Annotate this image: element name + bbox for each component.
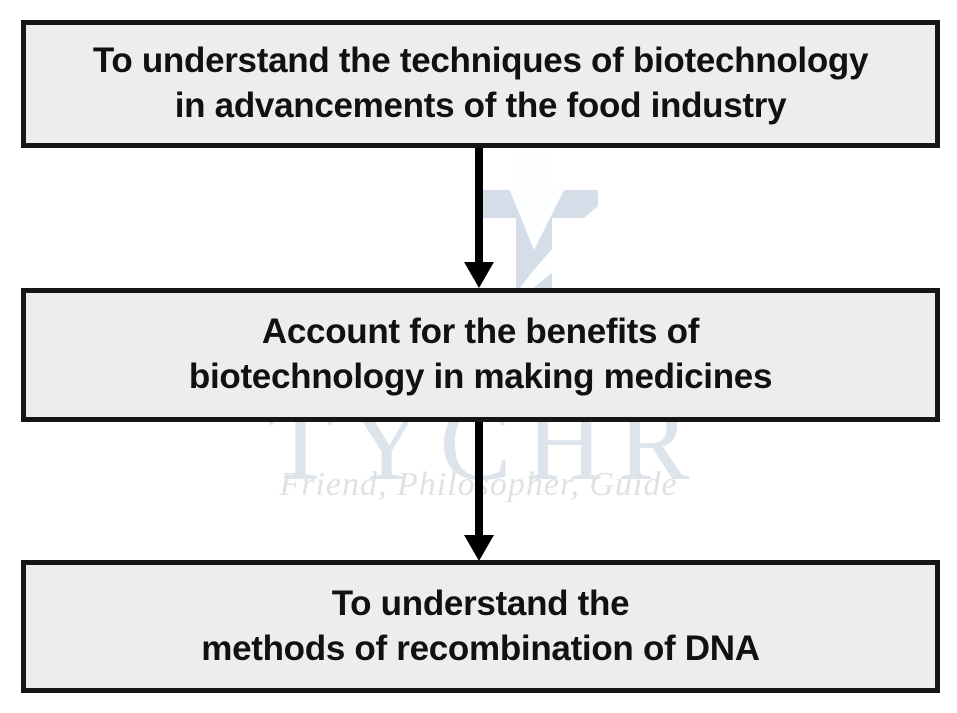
flow-node-1[interactable]: To understand the techniques of biotechn… <box>21 20 940 148</box>
flow-node-1-line-1: To understand the techniques of biotechn… <box>92 41 869 81</box>
flow-node-3-line-2: methods of recombination of DNA <box>201 628 760 668</box>
connector-arrow-2 <box>464 422 494 561</box>
arrow-head-icon <box>464 262 494 288</box>
flow-node-3-text: To understand the methods of recombinati… <box>191 582 769 672</box>
arrow-shaft <box>475 148 483 264</box>
flow-node-2[interactable]: Account for the benefits of biotechnolog… <box>21 288 940 422</box>
arrow-shaft <box>475 422 483 537</box>
flow-node-2-line-1: Account for the benefits of <box>261 312 700 352</box>
arrow-head-icon <box>464 535 494 561</box>
flow-node-3-line-1: To understand the <box>331 583 630 623</box>
flow-node-3[interactable]: To understand the methods of recombinati… <box>21 560 940 693</box>
flow-node-1-line-2: in advancements of the food industry <box>174 86 787 125</box>
connector-arrow-1 <box>464 148 494 288</box>
flow-node-2-line-2: biotechnology in making medicines <box>188 357 773 396</box>
flow-node-1-text: To understand the techniques of biotechn… <box>83 39 878 129</box>
flow-node-2-text: Account for the benefits of biotechnolog… <box>179 310 782 400</box>
